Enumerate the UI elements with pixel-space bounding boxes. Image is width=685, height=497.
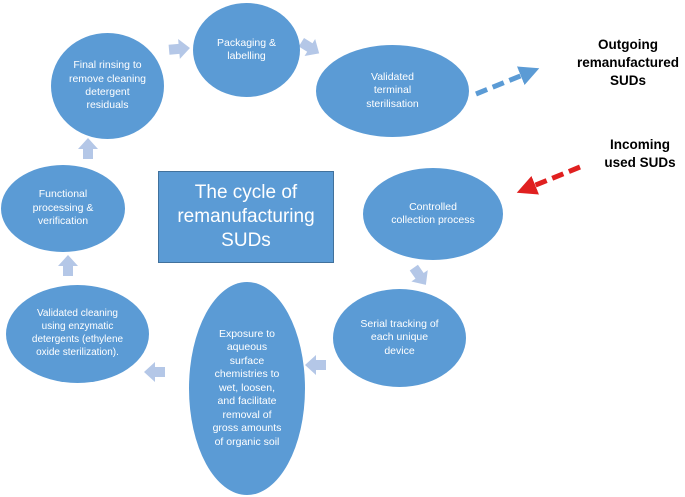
- node-sterilisation: Validated terminal sterilisation: [316, 45, 469, 137]
- node-collection-text: Controlled collection process: [391, 200, 475, 226]
- node-collection: Controlled collection process: [363, 168, 503, 260]
- node-rinsing-text: Final rinsing to remove cleaning deterge…: [68, 59, 147, 112]
- cycle-arrow-collection-to-tracking: [409, 264, 428, 285]
- cycle-arrow-functional-to-rinsing: [78, 138, 98, 159]
- node-tracking: Serial tracking of each unique device: [333, 289, 466, 387]
- cycle-arrow-cleaning-to-functional: [58, 255, 78, 276]
- outgoing-label: Outgoing remanufactured SUDs: [576, 37, 680, 89]
- diagram-title: The cycle of remanufacturing SUDs: [177, 182, 315, 251]
- incoming-label: Incoming used SUDs: [604, 137, 676, 171]
- node-packaging: Packaging & labelling: [193, 3, 300, 97]
- cycle-arrow-tracking-to-exposure: [305, 355, 326, 375]
- node-functional: Functional processing & verification: [1, 165, 125, 252]
- node-functional-text: Functional processing & verification: [32, 188, 94, 228]
- node-sterilisation-text: Validated terminal sterilisation: [366, 70, 419, 110]
- cycle-arrow-packaging-to-sterilisation: [298, 37, 320, 57]
- node-cleaning-text: Validated cleaning using enzymatic deter…: [31, 308, 124, 358]
- incoming-arrow: [516, 164, 581, 195]
- node-packaging-text: Packaging & labelling: [217, 36, 276, 62]
- cycle-arrow-exposure-to-cleaning: [144, 362, 165, 382]
- node-exposure: Exposure to aqueous surface chemistries …: [189, 282, 305, 495]
- outgoing-arrow: [475, 66, 540, 97]
- node-exposure-text: Exposure to aqueous surface chemistries …: [212, 328, 282, 448]
- node-rinsing: Final rinsing to remove cleaning deterge…: [51, 33, 164, 139]
- node-cleaning: Validated cleaning using enzymatic deter…: [6, 285, 149, 383]
- diagram-title-box: The cycle of remanufacturing SUDs: [158, 171, 334, 263]
- node-tracking-text: Serial tracking of each unique device: [360, 317, 439, 357]
- cycle-arrow-rinsing-to-packaging: [168, 38, 190, 59]
